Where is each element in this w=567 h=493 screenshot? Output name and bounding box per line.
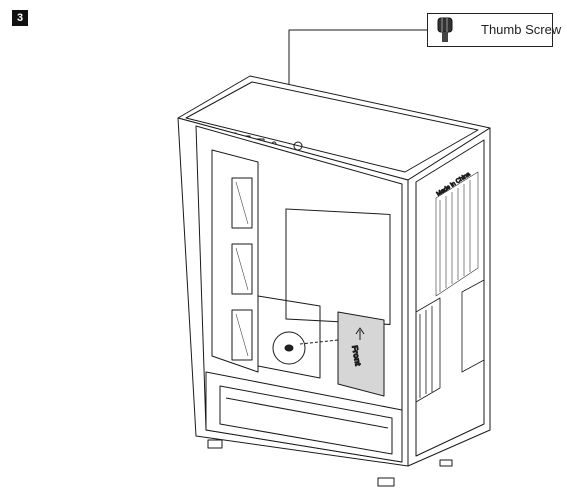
case-foot bbox=[377, 477, 395, 487]
thumb-screw-icon bbox=[437, 17, 453, 42]
psu-shroud bbox=[205, 371, 403, 463]
side-vent-grill bbox=[435, 171, 479, 297]
rear-pci-slots bbox=[415, 279, 485, 403]
ssd-drive-tray: Front bbox=[337, 311, 385, 397]
front-fan-bracket bbox=[211, 149, 259, 373]
case-foot bbox=[207, 439, 223, 449]
thumb-screw-callout: Thumb Screw bbox=[427, 13, 561, 47]
thumb-screw-label: Thumb Screw bbox=[481, 22, 562, 37]
step-number-badge: 3 bbox=[12, 10, 28, 26]
front-label-text: Front bbox=[350, 345, 362, 367]
screw-detail-circle bbox=[272, 331, 306, 365]
case-foot bbox=[439, 459, 453, 467]
hdd-cage bbox=[257, 295, 321, 379]
screw-insert-guide bbox=[299, 339, 339, 345]
case-right-panel bbox=[407, 127, 491, 467]
